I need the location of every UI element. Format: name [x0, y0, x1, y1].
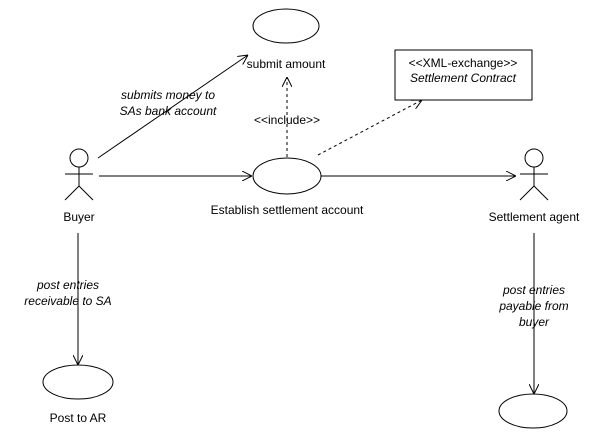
label-include: <<include>> — [254, 113, 320, 127]
use-case-submit-amount[interactable] — [252, 8, 320, 44]
use-case-establish-settlement-account-label: Establish settlement account — [211, 203, 364, 217]
label-post-receivable-line1: post entries — [36, 278, 99, 292]
settlement-contract-box[interactable] — [394, 49, 533, 101]
actor-settlement-agent-label: Settlement agent — [489, 210, 580, 224]
settlement-contract-name: Settlement Contract — [410, 71, 517, 85]
actor-buyer[interactable] — [64, 148, 94, 201]
use-case-post-to-ar-label: Post to AR — [50, 411, 107, 425]
actor-buyer-label: Buyer — [63, 210, 94, 224]
use-case-establish-settlement-account[interactable] — [252, 157, 322, 195]
label-post-payable-line3: buyer — [519, 315, 550, 329]
use-case-submit-amount-label: submit amount — [247, 57, 326, 71]
use-case-unlabeled[interactable] — [498, 393, 568, 429]
label-post-receivable-line2: receivable to SA — [24, 294, 111, 308]
settlement-contract-stereotype: <<XML-exchange>> — [409, 56, 518, 70]
label-post-payable-line2: payable from — [498, 299, 568, 313]
use-case-post-to-ar[interactable] — [42, 364, 114, 400]
association-buyer-submit-amount — [97, 55, 248, 159]
actor-settlement-agent[interactable] — [519, 148, 549, 201]
label-submits-money-line2: SAs bank account — [120, 104, 217, 118]
label-post-payable-line1: post entries — [502, 283, 565, 297]
dependency-settlement-contract — [317, 100, 422, 156]
label-submits-money-line1: submits money to — [121, 88, 215, 102]
